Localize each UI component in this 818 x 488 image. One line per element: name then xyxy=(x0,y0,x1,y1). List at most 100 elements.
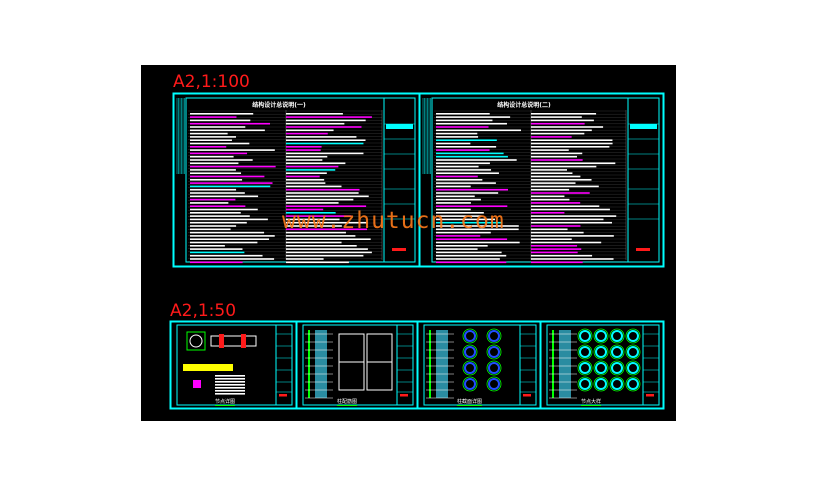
text-line xyxy=(215,378,245,380)
text-line xyxy=(531,231,584,234)
text-line xyxy=(286,129,334,132)
title-block-stamp xyxy=(646,394,654,397)
title-block-stamp xyxy=(279,394,287,397)
text-line xyxy=(190,228,231,231)
section-detail xyxy=(189,334,203,348)
title-block xyxy=(396,324,414,406)
text-line xyxy=(531,198,570,201)
text-line xyxy=(190,113,254,115)
text-line xyxy=(190,139,232,141)
text-line xyxy=(286,139,366,141)
title-block xyxy=(383,97,416,263)
text-line xyxy=(190,245,225,247)
text-line xyxy=(531,126,604,128)
text-line xyxy=(436,202,471,204)
column-section xyxy=(464,362,476,374)
text-line xyxy=(436,165,479,168)
text-line xyxy=(436,139,497,141)
text-line xyxy=(531,132,585,135)
text-line xyxy=(286,245,357,247)
title-block xyxy=(642,324,660,406)
column-section xyxy=(593,360,609,376)
text-line xyxy=(190,169,236,171)
text-line xyxy=(190,129,265,132)
text-line xyxy=(286,152,364,155)
column-section xyxy=(462,376,478,392)
beam-detail xyxy=(219,334,224,348)
text-line xyxy=(190,165,276,168)
column-section xyxy=(611,330,623,342)
text-line xyxy=(531,251,578,254)
text-line xyxy=(531,225,581,227)
text-line xyxy=(531,129,592,132)
text-line xyxy=(531,245,578,247)
text-line xyxy=(531,212,565,214)
bottom-outer-frame xyxy=(169,320,665,410)
column-elevation xyxy=(436,330,448,398)
text-line xyxy=(190,182,273,184)
scale-label-a2-50: A2,1:50 xyxy=(170,301,237,321)
column-section xyxy=(609,376,625,392)
text-line xyxy=(531,142,613,145)
title-block xyxy=(627,97,660,263)
text-line xyxy=(286,261,349,264)
text-line xyxy=(531,146,610,148)
title-block-stamp xyxy=(636,248,650,251)
text-line xyxy=(531,116,582,118)
title-block xyxy=(519,324,537,406)
text-line xyxy=(286,218,340,221)
column-section xyxy=(464,378,476,390)
column-section xyxy=(579,378,591,390)
text-line xyxy=(286,205,367,207)
text-line xyxy=(286,169,336,171)
column-section xyxy=(488,346,500,358)
text-line xyxy=(436,251,502,254)
column-section xyxy=(593,376,609,392)
sheet-frame xyxy=(173,93,420,267)
column-section xyxy=(625,328,641,344)
text-line xyxy=(531,185,599,188)
text-line xyxy=(436,175,478,178)
text-line xyxy=(215,390,245,392)
text-line xyxy=(531,182,576,184)
text-line xyxy=(286,215,352,217)
text-line xyxy=(190,116,237,118)
text-line xyxy=(190,198,236,201)
text-line xyxy=(531,241,602,244)
column-section xyxy=(609,360,625,376)
text-line xyxy=(531,122,585,125)
column-elevation xyxy=(315,330,327,398)
cad-drawing-canvas[interactable]: A2,1:100 A2,1:50 结构设计总说明(一)结构设计总说明(二) ww… xyxy=(141,65,676,421)
text-line xyxy=(286,235,356,237)
text-line xyxy=(436,155,508,158)
text-line xyxy=(531,202,581,204)
text-line xyxy=(436,159,517,161)
text-line xyxy=(436,129,522,132)
text-line xyxy=(286,221,368,224)
text-line xyxy=(531,218,604,221)
text-line xyxy=(286,231,346,234)
column-section xyxy=(464,346,476,358)
column-section xyxy=(462,360,478,376)
text-line xyxy=(436,208,471,211)
text-line xyxy=(436,228,519,231)
column-section xyxy=(611,346,623,358)
text-line xyxy=(286,238,371,240)
text-line xyxy=(436,205,508,207)
text-line xyxy=(531,221,612,224)
text-line xyxy=(190,149,275,151)
text-line xyxy=(436,225,519,227)
text-line xyxy=(190,119,251,122)
text-line xyxy=(531,155,577,158)
text-line xyxy=(436,179,483,181)
text-line xyxy=(436,182,496,184)
text-line xyxy=(436,188,508,191)
title-block-stamp xyxy=(400,394,408,397)
text-line xyxy=(531,149,569,151)
detail xyxy=(193,380,201,388)
drawing-title-sheet-3: 柱截面详图 xyxy=(457,399,483,406)
text-line xyxy=(436,254,507,257)
column-section xyxy=(464,330,476,342)
sheet-title: 结构设计总说明(一) xyxy=(252,101,306,109)
column-section xyxy=(627,330,639,342)
